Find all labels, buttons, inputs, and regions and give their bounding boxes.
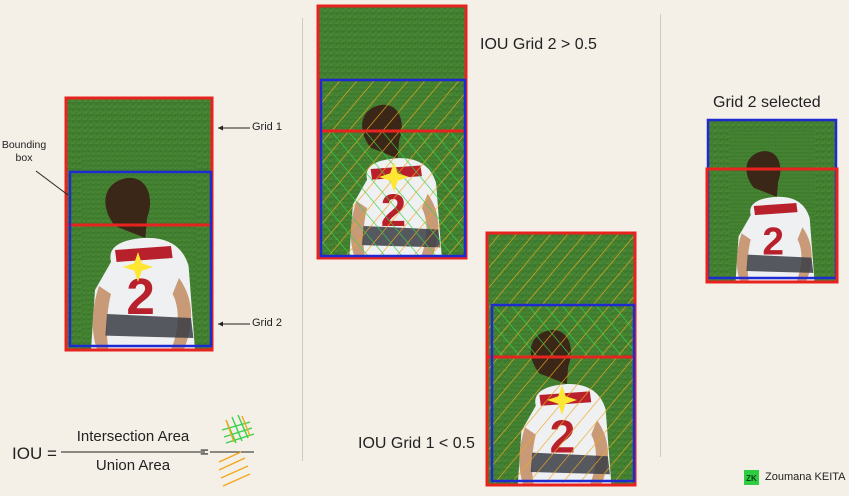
author-logo (744, 470, 759, 485)
panel2-bounding-box (319, 78, 467, 258)
formula-numerator: Intersection Area (76, 428, 190, 445)
bounding-box-label: Bounding box (1, 139, 47, 164)
grid2-selected-label: Grid 2 selected (713, 94, 821, 111)
panel-iou-grid1 (485, 231, 637, 487)
grid1-label: Grid 1 (252, 121, 282, 133)
author-name: Zoumana KEITA (765, 471, 846, 483)
iou-grid2-label: IOU Grid 2 > 0.5 (480, 36, 597, 53)
panel3-bounding-box (490, 303, 636, 483)
player-image (83, 150, 195, 350)
formula-denominator: Union Area (95, 457, 171, 474)
mini-intersection-icon (221, 414, 255, 444)
iou-formula-lhs: IOU = (12, 444, 57, 463)
panel-iou-grid2 (316, 4, 468, 260)
panel-divider-1 (302, 18, 303, 461)
panel4-player (729, 130, 815, 282)
panel-divider-2 (660, 14, 661, 457)
panel4-selected-grid (705, 167, 839, 284)
grid2-arrow-head (218, 321, 223, 327)
mini-union-icon (218, 451, 251, 487)
iou-grid1-label: IOU Grid 1 < 0.5 (358, 435, 475, 452)
formula-equals: = (200, 444, 209, 461)
author-logo-text: ZK (746, 474, 757, 483)
grid2-label: Grid 2 (252, 317, 282, 329)
panel3-intersection-hatch (492, 305, 634, 357)
grid1-arrow-head (218, 125, 223, 131)
bounding-box-pointer (35, 170, 69, 196)
bounding-box (68, 170, 213, 348)
intersection-hatch (321, 131, 465, 256)
panel-original (35, 96, 250, 352)
panel-grid2-selected (705, 118, 839, 284)
